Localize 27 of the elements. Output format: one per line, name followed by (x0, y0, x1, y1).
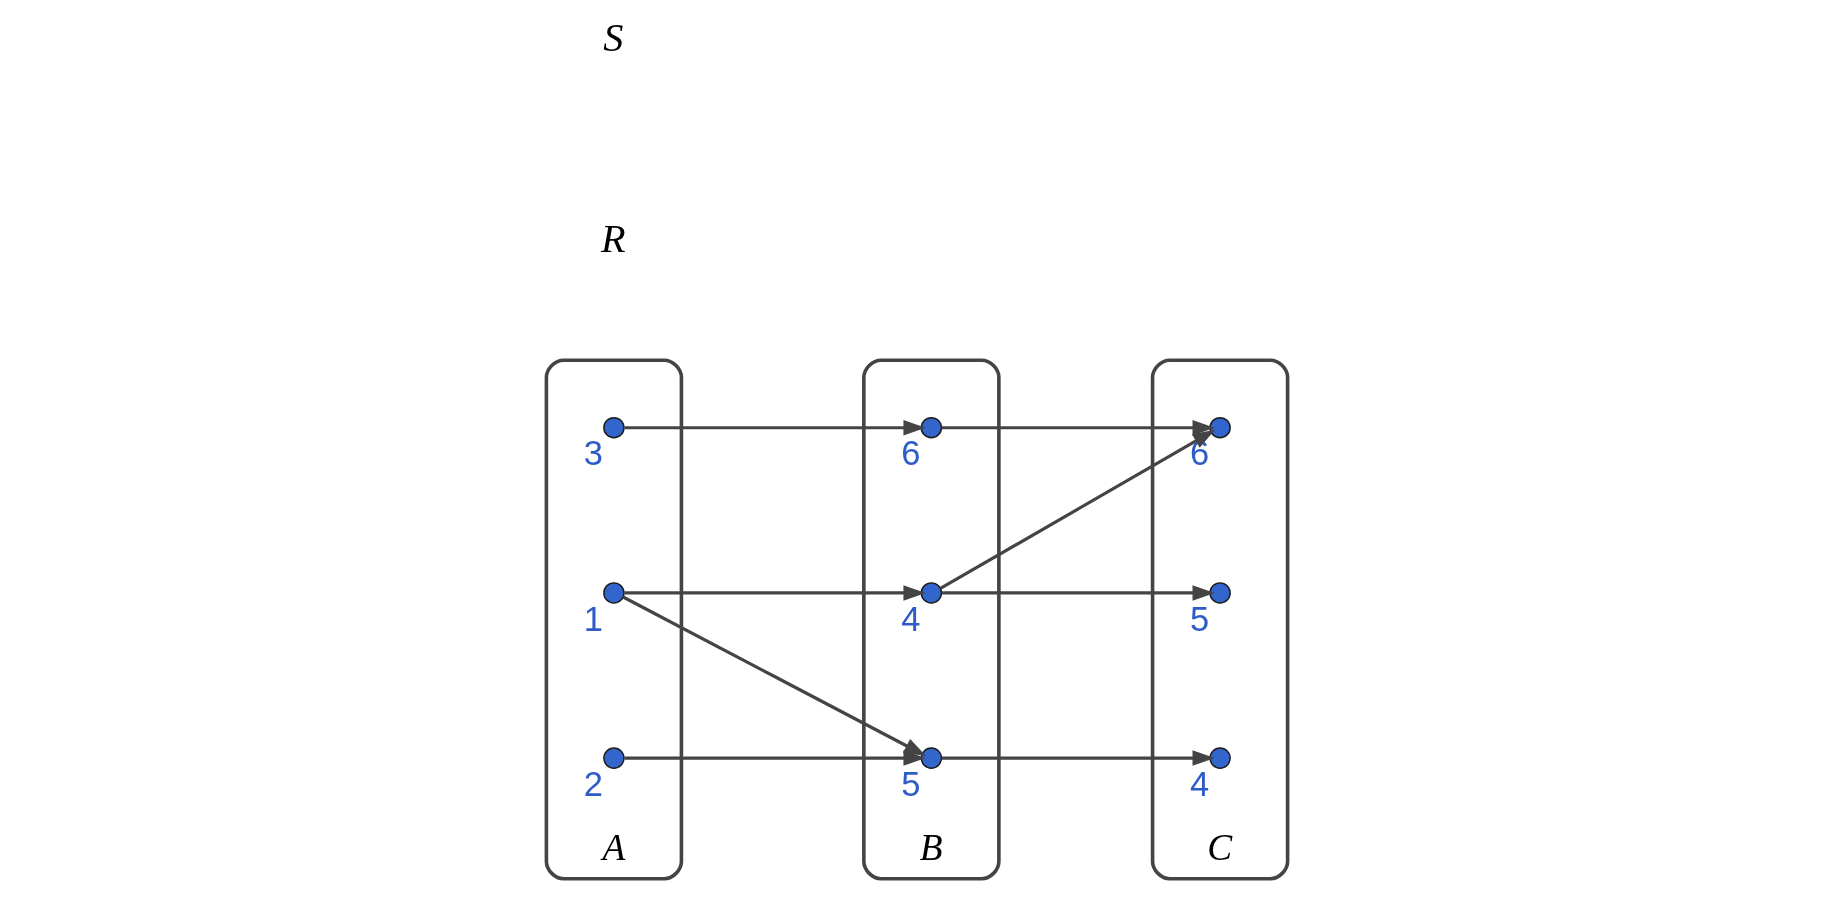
node-circle (920, 581, 943, 604)
node-label: 1 (583, 599, 603, 638)
arrow (622, 595, 927, 756)
label: R (600, 215, 626, 261)
node-circle (1209, 416, 1231, 438)
arrow (624, 584, 926, 601)
node-label: 5 (901, 764, 921, 803)
node-label: 3 (583, 433, 603, 472)
node-label: 5 (1189, 599, 1210, 638)
node-circle (603, 581, 625, 604)
arrow (941, 419, 1215, 435)
node-label: 4 (901, 599, 921, 638)
node-label: 6 (901, 433, 921, 472)
label: S (603, 14, 624, 60)
arrow (939, 429, 1215, 590)
node-circle (920, 746, 943, 769)
node-circle (603, 416, 625, 438)
node-label: 4 (1189, 764, 1210, 803)
node-label: 2 (583, 764, 603, 803)
node-circle (1209, 581, 1231, 604)
node-circle (603, 746, 625, 769)
arrow (624, 419, 926, 435)
arrow (624, 749, 926, 766)
node-circle (1209, 746, 1231, 769)
arrow (941, 584, 1215, 601)
arrow (941, 749, 1215, 766)
node-circle (920, 416, 943, 438)
